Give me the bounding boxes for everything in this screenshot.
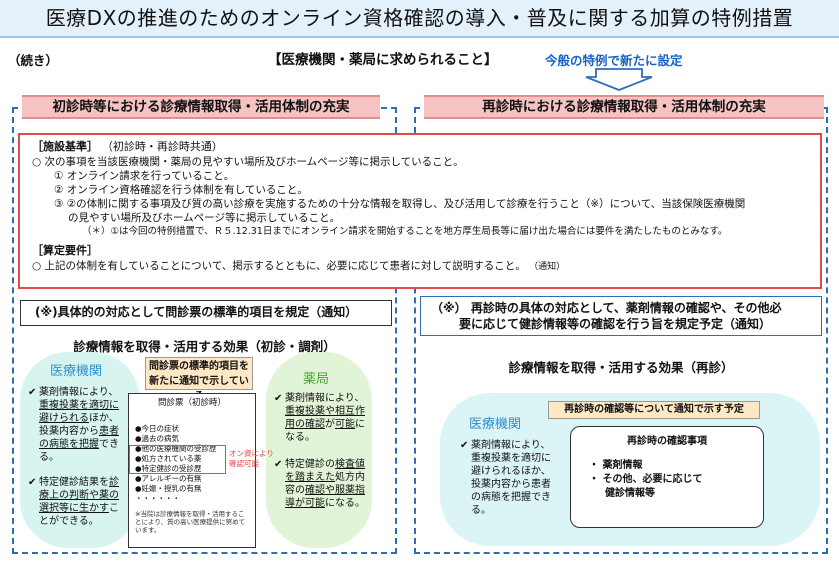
pharmacy-effects: ✔ 薬剤情報により、重複投薬や相互作用の確認が可能になる。 ✔ 特定健診の検査値… — [274, 392, 370, 510]
confirmation-box: 再診時の確認事項 ・ 薬剤情報 ・ その他、必要に応じて 健診情報等 — [570, 426, 764, 528]
questionnaire-title: 問診票（初診時） — [157, 398, 226, 408]
medical-institution-effects: ✔ 薬剤情報により、重複投薬を適切に避けられるほか、投薬内容から患者の病態を把握… — [28, 386, 128, 528]
check-icon: ✔ — [460, 440, 469, 451]
effect-item: ✔ 薬剤情報により、重複投薬や相互作用の確認が可能になる。 — [274, 393, 365, 443]
questionnaire-item: ●過去の病気 — [135, 434, 180, 443]
revisit-medical-label: 医療機関 — [469, 417, 522, 432]
questionnaire-footnote: ※当院は診療情報を取得・活用することにより、質の高い医療提供に努めています。 — [135, 510, 246, 534]
requirements-heading: 【医療機関・薬局に求められること】 — [268, 52, 498, 68]
effect-item: ✔ 薬剤情報により、重複投薬を適切に避けられるほか、投薬内容から患者の病態を把握… — [460, 440, 551, 516]
effect-item: ✔ 特定健診結果を診療上の判断や薬の選択等に生かすことができる。 — [28, 477, 119, 527]
pharmacy-label: 薬局 — [303, 372, 330, 387]
check-icon: ✔ — [274, 459, 283, 470]
questionnaire-item: ●他の医療機関の受診歴 — [135, 444, 217, 453]
questionnaire-form: 問診票（初診時） ●今日の症状 ●過去の病気 ●他の医療機関の受診歴 ●処方され… — [128, 393, 256, 548]
special-note: 今般の特例で新たに設定 — [545, 53, 683, 68]
page-title: 医療DXの推進のためのオンライン資格確認の導入・普及に関する加算の特例措置 — [45, 6, 794, 30]
effect-item: ✔ 薬剤情報により、重複投薬を適切に避けられるほか、投薬内容から患者の病態を把握… — [28, 387, 119, 463]
medical-institution-bg — [20, 352, 140, 548]
down-arrow-icon — [585, 68, 653, 91]
online-check-label: オン資により 確認可能 — [229, 449, 274, 468]
questionnaire-item: ●アレルギーの有無 — [135, 474, 202, 483]
confirmation-item: ・ 薬剤情報 — [589, 460, 643, 471]
questionnaire-item: ・・・・・・ — [135, 494, 180, 503]
criteria-item-3-cont: の見やすい場所及びホームページ等に掲示していること。 — [68, 212, 341, 224]
facility-criteria-title: ［施設基準］ （初診時・再診時共通） — [32, 140, 223, 153]
questionnaire-item: ●特定健診の受診歴 — [135, 464, 202, 473]
title-bar: 医療DXの推進のためのオンライン資格確認の導入・普及に関する加算の特例措置 — [0, 0, 839, 38]
questionnaire-label: 問診票の標準的項目を 新たに通知で示している — [145, 357, 253, 402]
check-icon: ✔ — [28, 477, 37, 488]
effect-item: ✔ 特定健診の検査値を踏まえた処方内容の確認や服薬指導が可能になる。 — [274, 459, 365, 509]
online-check-highlight — [129, 445, 226, 474]
right-section-title: 再診時における診療情報取得・活用体制の充実 — [424, 95, 824, 119]
left-section-title: 初診時等における診療情報取得・活用体制の充実 — [22, 95, 380, 119]
medical-institution-label: 医療機関 — [50, 364, 103, 379]
check-icon: ✔ — [274, 393, 283, 404]
questionnaire-item: ●処方されている薬 — [135, 454, 202, 463]
calc-requirements-title: ［算定要件］ — [32, 244, 98, 257]
criteria-item-1: ① オンライン請求を行っていること。 — [54, 170, 235, 182]
confirmation-label: 再診時の確認等について通知で示す予定 — [548, 401, 760, 419]
criteria-box: ［施設基準］ （初診時・再診時共通） ○ 次の事項を当該医療機関・薬局の見やすい… — [18, 133, 822, 289]
confirmation-item: ・ その他、必要に応じて — [589, 474, 703, 485]
criteria-item-3: ③ ②の体制に関する事項及び質の高い診療を実施するための十分な情報を取得し、及び… — [54, 198, 746, 210]
questionnaire-item: ●妊娠・授乳の有無 — [135, 484, 202, 493]
right-effect-heading: 診療情報を取得・活用する効果（再診） — [508, 360, 734, 375]
revisit-effects: ✔ 薬剤情報により、重複投薬を適切に避けられるほか、投薬内容から患者の病態を把握… — [460, 439, 560, 517]
criteria-item-2: ② オンライン資格確認を行う体制を有していること。 — [54, 184, 308, 196]
calc-requirements-text: ○ 上記の体制を有していることについて、掲示するとともに、必要に応じて患者に対し… — [32, 260, 566, 272]
criteria-note: （＊）①は今回の特例措置で、Ｒ５.12.31日までにオンライン請求を開始すること… — [82, 226, 728, 237]
criteria-intro: ○ 次の事項を当該医療機関・薬局の見やすい場所及びホームページ等に掲示しているこ… — [32, 156, 464, 168]
left-effect-heading: 診療情報を取得・活用する効果（初診・調剤） — [73, 339, 336, 354]
right-note: （※） 再診時の具体の対応として、薬剤情報の確認や、その他必 要に応じて健診情報… — [420, 296, 822, 336]
confirmation-title: 再診時の確認事項 — [627, 436, 707, 447]
confirmation-item-cont: 健診情報等 — [605, 488, 655, 499]
check-icon: ✔ — [28, 387, 37, 398]
questionnaire-item: ●今日の症状 — [135, 424, 180, 433]
left-note: (※)具体的の対応として問診票の標準的項目を規定（通知） — [20, 300, 392, 326]
continued-label: （続き） — [8, 53, 59, 68]
pharmacy-bg — [266, 352, 372, 548]
